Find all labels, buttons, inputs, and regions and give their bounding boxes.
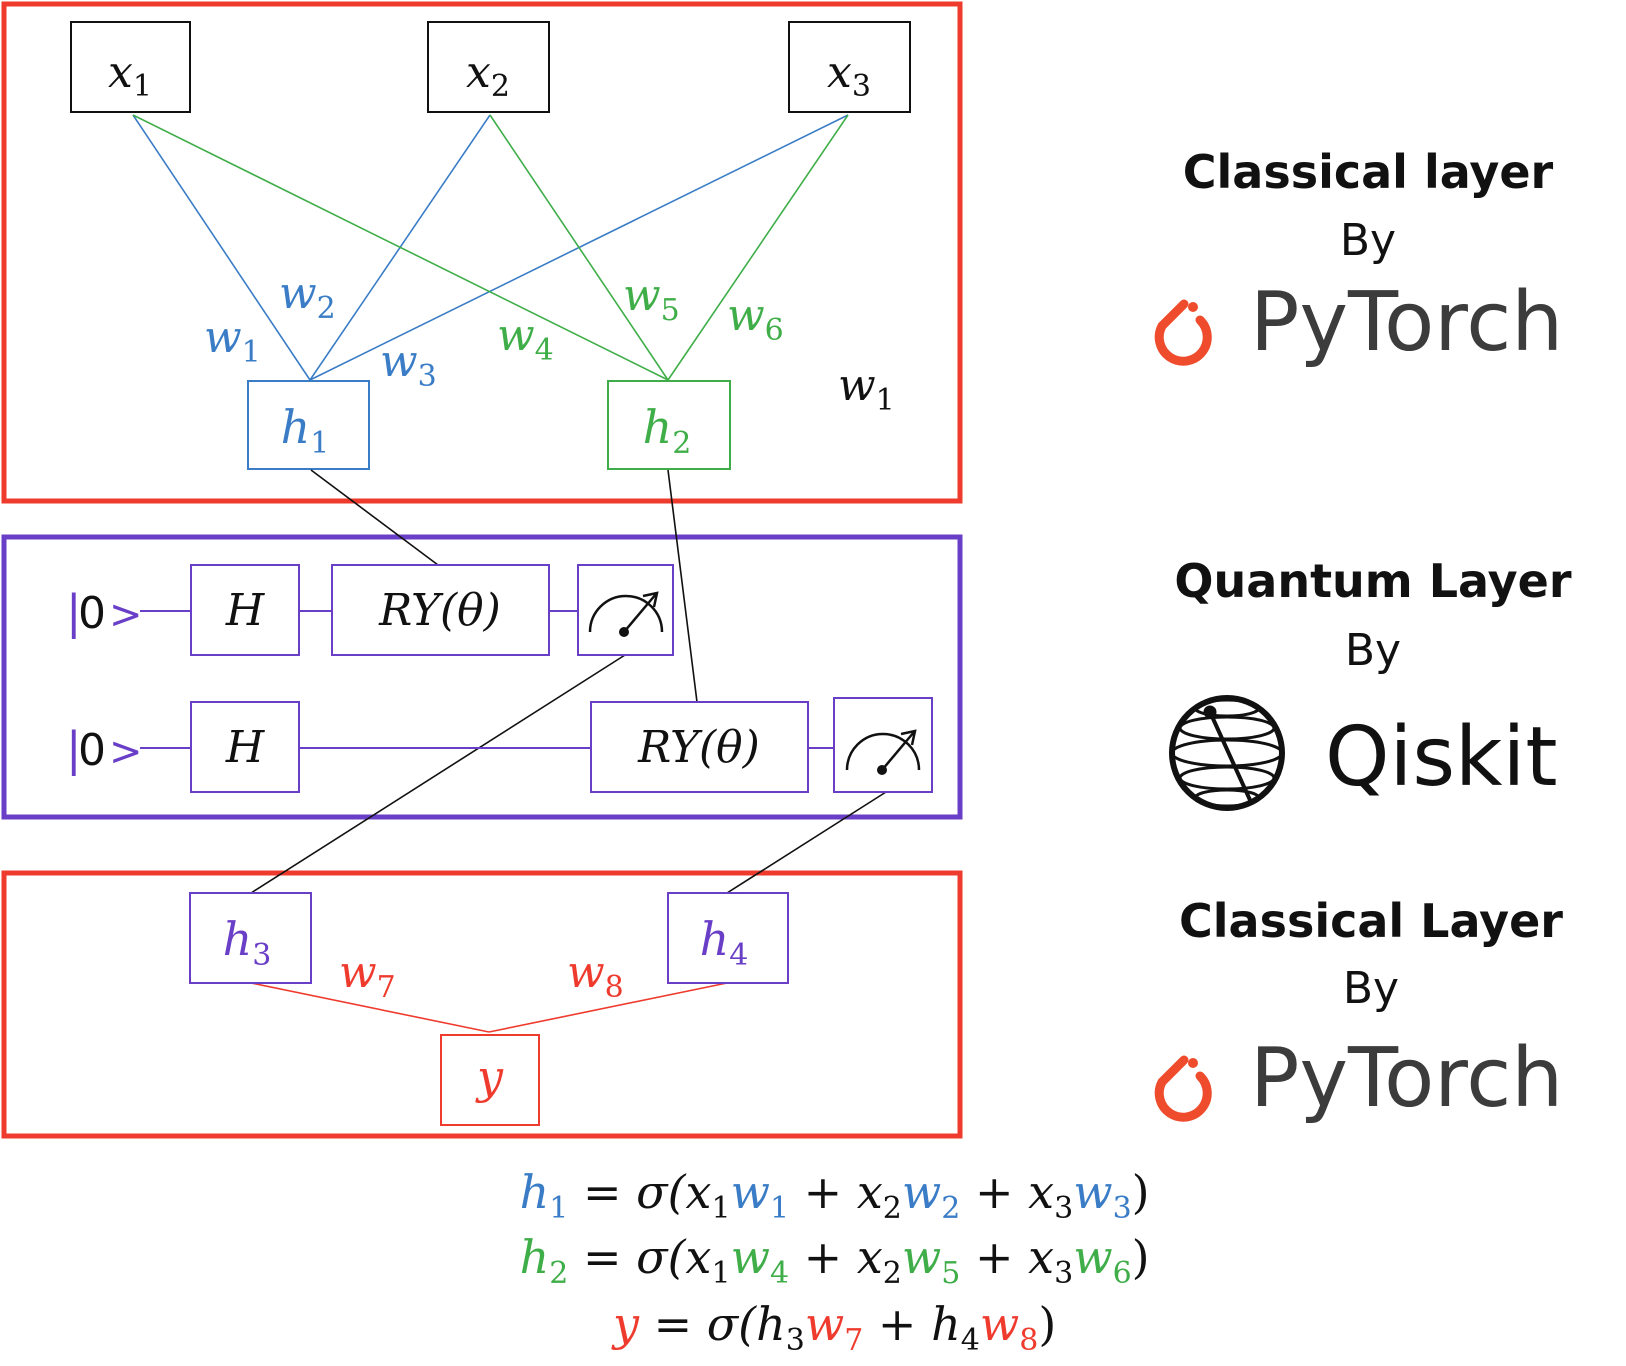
svg-text:h1: h1 [281,400,330,461]
hidden-node-h2: h2 [607,380,731,470]
hidden-node-h3: h3 [189,892,312,984]
input-node-x3: x3 [788,21,911,113]
hidden-node-h1: h1 [247,380,370,470]
svg-text:PyTorch: PyTorch [1250,275,1563,370]
hidden-node-h4: h4 [667,892,789,984]
svg-text:y: y [475,1050,504,1104]
weight-label-w6: w6 [727,290,784,348]
input-node-x2: x2 [427,21,550,113]
svg-text:x3: x3 [827,47,871,104]
side-label-quantum: Quantum Layer By Qiskit [1169,554,1572,811]
svg-text:x1: x1 [108,47,152,104]
classical-layer-top-frame [1,1,963,504]
ry-gate-q0: RY(θ) [331,564,550,656]
ry-gate-q1: RY(θ) [590,701,809,793]
input-to-h2-edges [132,114,849,381]
classical-layer-bottom-frame [1,870,963,1139]
cross-layer-edges [250,469,887,894]
svg-text:H: H [225,722,266,773]
weight-label-w4: w4 [497,310,554,368]
weight-label-w8: w8 [567,947,624,1005]
svg-text:By: By [1340,215,1396,266]
side-label-classical-top: Classical layer By PyTorch [1154,145,1563,370]
svg-text:H: H [225,585,266,636]
svg-text:h2: h2 [643,400,692,461]
equation-h1: h1 = σ(x1w1 + x2w2 + x3w3) [447,1165,1194,1226]
gauge-icon [845,729,921,771]
svg-text:Classical layer: Classical layer [1183,145,1554,199]
output-edges [250,982,728,1033]
svg-text:|: | [66,722,82,777]
weight-label-w2: w2 [279,268,336,326]
svg-text:h4: h4 [700,912,749,973]
hadamard-gate-q0: H [190,564,300,656]
gauge-icon [588,591,664,633]
svg-text:0: 0 [78,725,106,776]
measure-gate-q0 [577,564,674,656]
measure-gate-q1 [833,697,933,793]
equation-h2: h2 = σ(x1w4 + x2w5 + x3w6) [447,1230,1194,1291]
weight-label-w7: w7 [339,947,396,1005]
svg-text:By: By [1345,625,1401,676]
svg-text:0: 0 [78,588,106,639]
svg-text:Quantum Layer: Quantum Layer [1174,554,1571,608]
output-node-y: y [440,1034,540,1126]
qubit-1-ket: | 0 > [66,722,143,777]
svg-text:By: By [1343,963,1399,1014]
side-label-classical-bottom: Classical Layer By PyTorch [1154,894,1563,1126]
svg-text:RY(θ): RY(θ) [637,722,760,773]
input-node-x1: x1 [70,21,191,113]
svg-text:RY(θ): RY(θ) [378,585,501,636]
weight-label-w3: w3 [380,336,437,394]
svg-text:h3: h3 [223,912,272,973]
svg-text:Classical Layer: Classical Layer [1179,894,1563,948]
qubit-wires [140,610,834,749]
svg-text:|: | [66,585,82,640]
equation-y: y = σ(h3w7 + h4w8) [540,1297,1100,1358]
svg-text:PyTorch: PyTorch [1250,1031,1563,1126]
svg-text:x2: x2 [466,47,510,104]
pytorch-flame-icon [1154,1055,1212,1122]
qiskit-sphere-icon [1169,695,1285,811]
svg-text:>: > [109,592,143,638]
quantum-layer-frame [1,534,963,820]
weight-label-w1-extra: w1 [838,360,895,418]
hadamard-gate-q1: H [190,701,300,793]
svg-text:>: > [109,729,143,775]
qubit-0-ket: | 0 > [66,585,143,640]
svg-text:Qiskit: Qiskit [1325,710,1557,805]
weight-label-w1: w1 [204,312,261,370]
weight-label-w5: w5 [623,270,680,328]
pytorch-flame-icon [1154,299,1212,366]
